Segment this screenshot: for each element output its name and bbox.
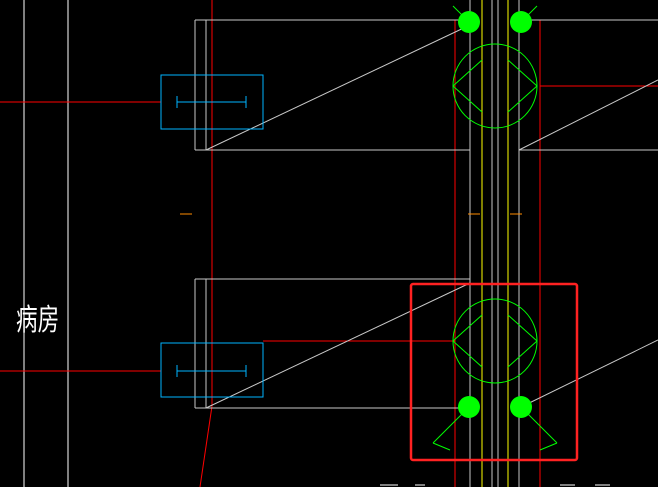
cyan-equipment-block-lower[interactable] xyxy=(160,342,264,398)
upper-outline-box xyxy=(194,19,658,151)
red-horizontal-lines xyxy=(0,85,658,372)
green-circle-fixture-upper[interactable] xyxy=(452,43,538,129)
green-circle-fixture-lower[interactable] xyxy=(452,298,538,384)
green-lamp-symbol-bottom-right[interactable] xyxy=(510,396,558,451)
room-label: 病房 xyxy=(16,303,60,338)
left-grid-lines xyxy=(23,0,69,487)
red-vertical-lines xyxy=(199,0,541,487)
selection-rectangle[interactable] xyxy=(409,282,579,462)
green-lamp-symbol-top-left[interactable] xyxy=(452,5,480,33)
green-lamp-symbol-top-right[interactable] xyxy=(510,5,538,33)
lower-outline-box xyxy=(194,278,658,409)
green-lamp-symbol-bottom-left[interactable] xyxy=(432,396,480,451)
cyan-equipment-block-upper[interactable] xyxy=(160,74,264,130)
